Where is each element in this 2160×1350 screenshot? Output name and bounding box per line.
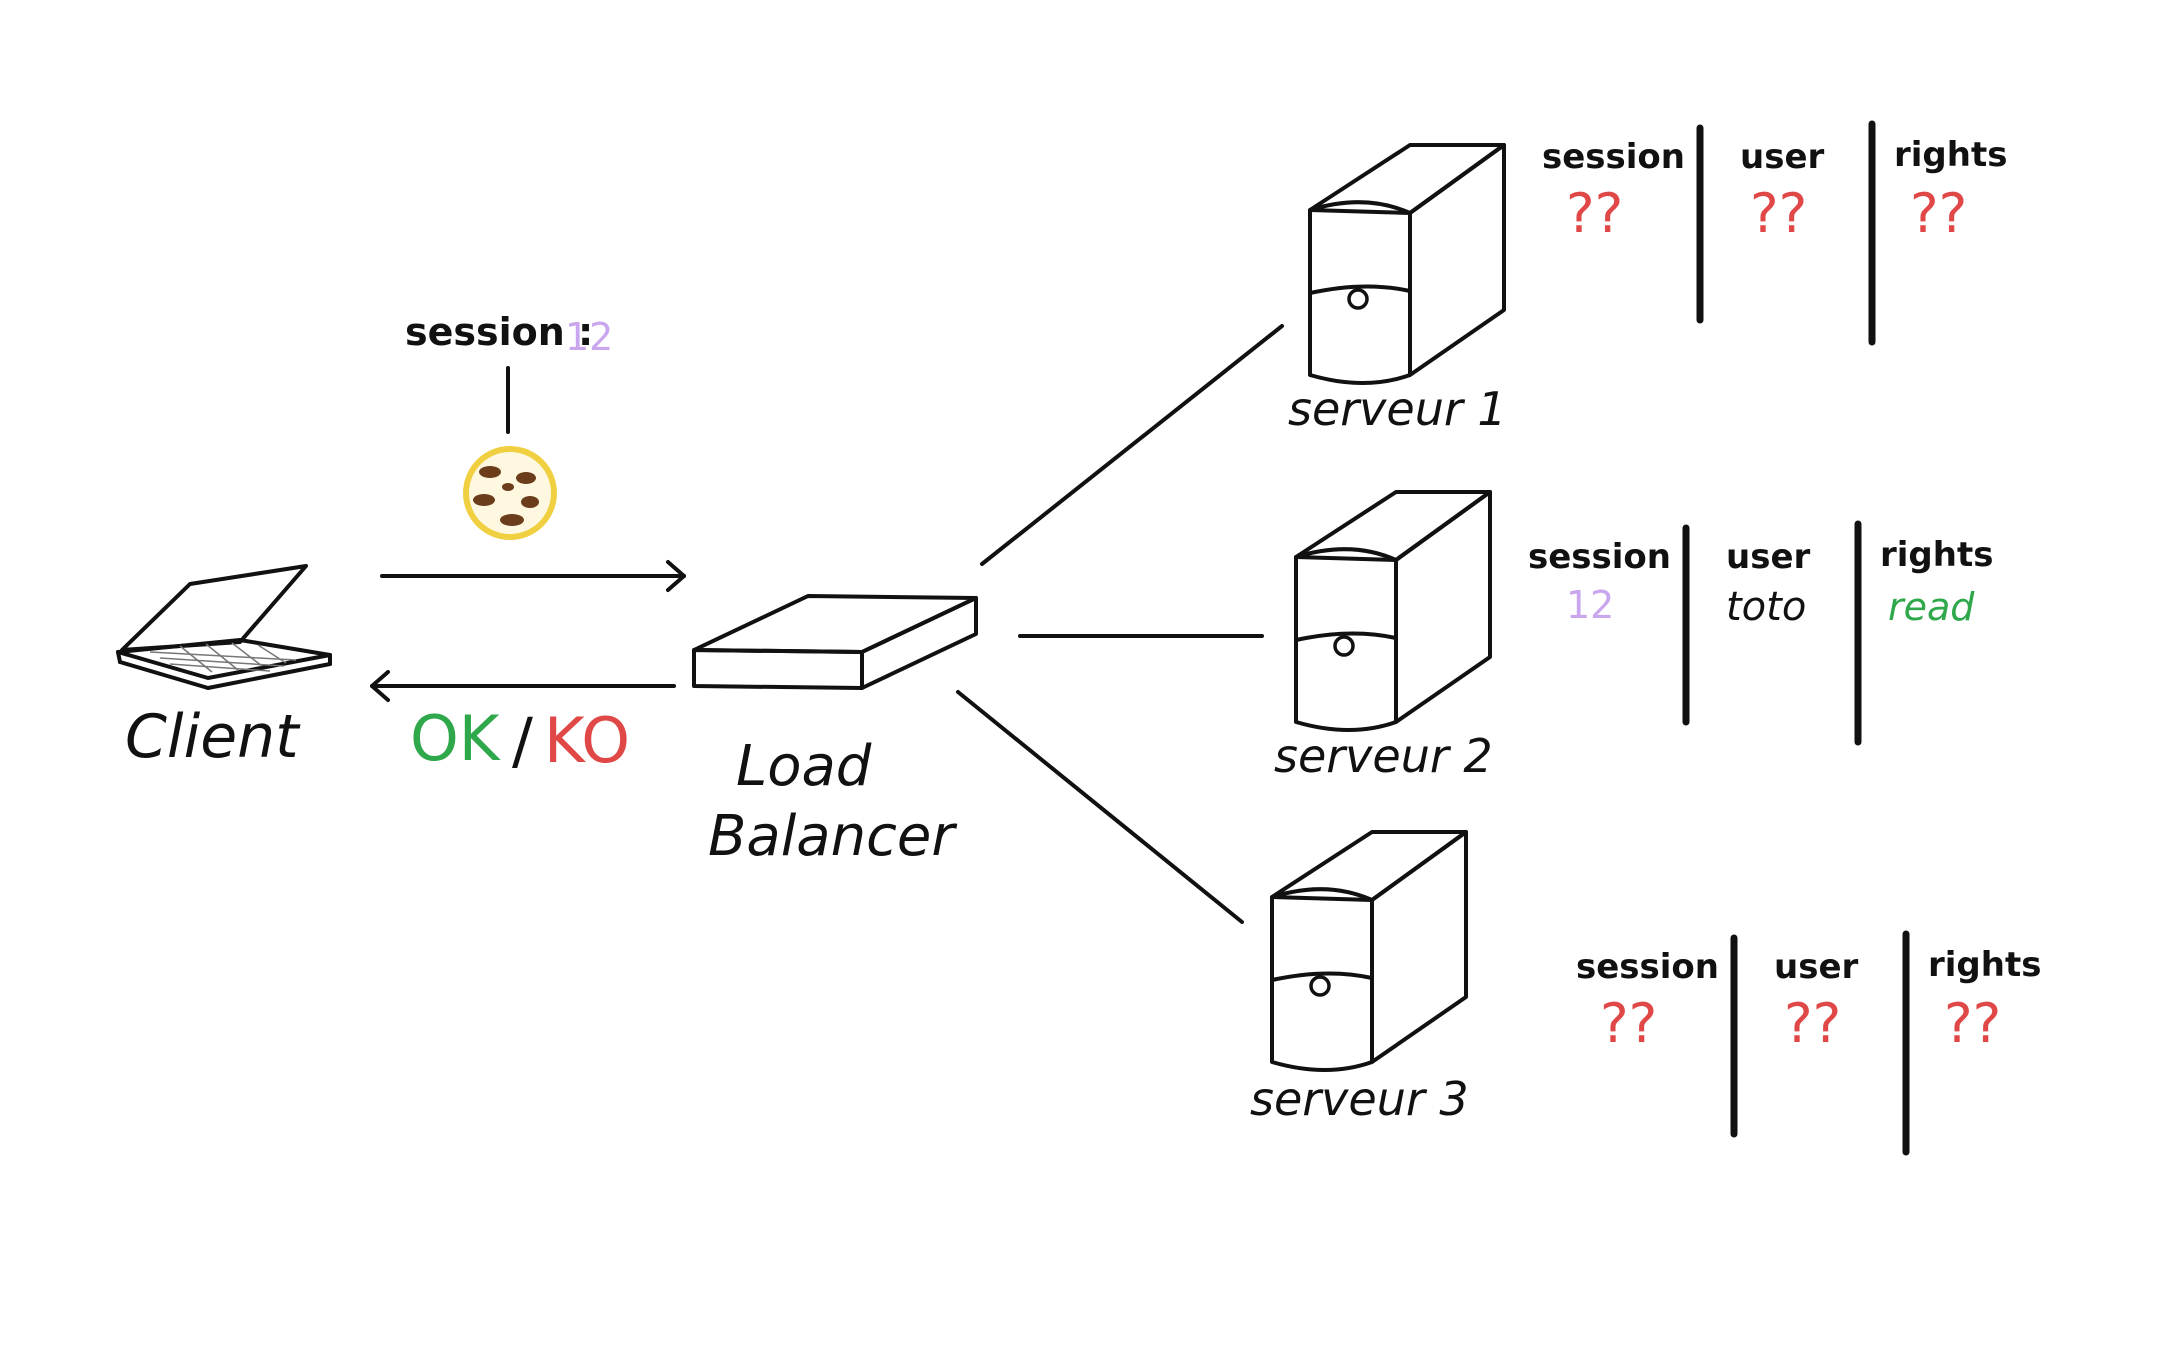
server-3-session-header: session <box>1576 947 1719 987</box>
server-1-user-header: user <box>1740 137 1825 177</box>
server-2-user-value: toto <box>1726 584 1806 630</box>
server-3: serveur 3 <box>1250 830 1469 1126</box>
load-balancer-icon <box>692 594 978 690</box>
server-1-session-value: ?? <box>1566 182 1623 245</box>
server-3-user-header: user <box>1774 947 1859 987</box>
server-1-session-header: session <box>1542 137 1685 177</box>
server-1-state-table: session ?? user ?? rights ?? <box>1542 120 2007 346</box>
server-2-session-header: session <box>1528 537 1671 577</box>
server-icon <box>1308 143 1506 385</box>
server-2-rights-value: read <box>1888 585 1975 629</box>
response-arrow <box>370 670 676 702</box>
server-icon <box>1294 490 1492 732</box>
client-label: Client <box>125 702 301 772</box>
server-2-user-header: user <box>1726 537 1811 577</box>
server-1-user-value: ?? <box>1750 182 1807 245</box>
response-ko: KO <box>544 704 630 777</box>
client-laptop: Client <box>116 564 332 772</box>
response-status: OK / KO <box>410 702 630 777</box>
server-3-user-value: ?? <box>1784 992 1841 1055</box>
response-separator: / <box>512 704 533 777</box>
server-3-session-value: ?? <box>1600 992 1657 1055</box>
server-3-state-table: session ?? user ?? rights ?? <box>1576 930 2041 1156</box>
link-to-serveur-3 <box>956 690 1244 924</box>
server-3-rights-header: rights <box>1928 945 2041 985</box>
server-2-name: serveur 2 <box>1274 729 1493 783</box>
request-arrow <box>380 560 686 592</box>
server-3-name: serveur 3 <box>1250 1072 1469 1126</box>
cookie-key-label: session : <box>405 310 593 354</box>
response-ok: OK <box>410 702 501 775</box>
server-1: serveur 1 <box>1288 143 1507 436</box>
server-1-rights-value: ?? <box>1910 182 1967 245</box>
server-icon <box>1270 830 1468 1072</box>
server-3-rights-value: ?? <box>1944 992 2001 1055</box>
load-balancer: Load Balancer <box>692 594 978 869</box>
session-cookie: session : 12 <box>405 310 613 540</box>
laptop-icon <box>116 564 332 690</box>
server-2-rights-header: rights <box>1880 535 1993 575</box>
cookie-icon <box>463 446 557 540</box>
server-1-rights-header: rights <box>1894 135 2007 175</box>
load-balancer-label-line1: Load <box>736 734 872 799</box>
server-2-session-value: 12 <box>1566 583 1614 627</box>
cookie-key-value: 12 <box>565 315 613 359</box>
link-to-serveur-1 <box>980 324 1284 566</box>
load-balancer-label-line2: Balancer <box>708 804 957 869</box>
server-2: serveur 2 <box>1274 490 1493 783</box>
server-2-state-table: session 12 user toto rights read <box>1528 520 1993 746</box>
server-1-name: serveur 1 <box>1288 382 1507 436</box>
